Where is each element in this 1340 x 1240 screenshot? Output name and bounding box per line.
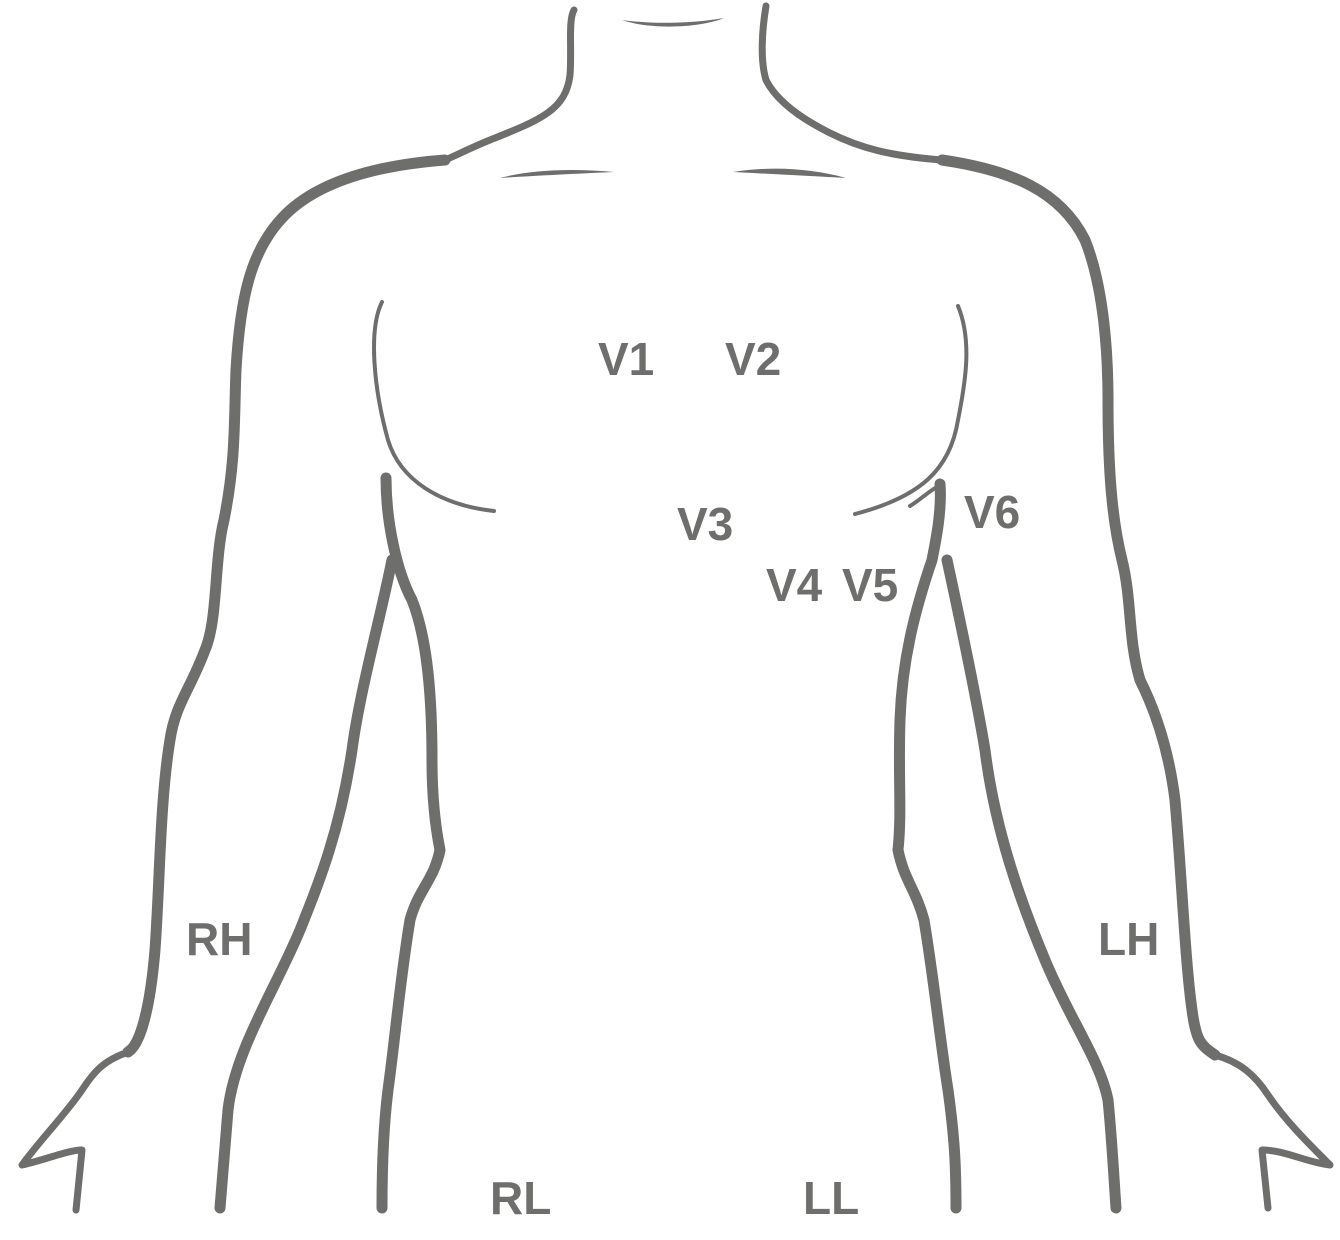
left-hand xyxy=(1211,1051,1334,1212)
electrode-rl: RL xyxy=(490,1172,551,1224)
left-collarbone xyxy=(733,168,846,178)
electrode-v1: V1 xyxy=(598,333,654,385)
right-pectoral xyxy=(372,300,496,513)
electrode-v6: V6 xyxy=(964,486,1020,538)
right-collarbone xyxy=(500,170,614,178)
left-shoulder-outer-arm xyxy=(936,154,1221,1061)
electrode-v3: V3 xyxy=(677,498,733,550)
left-pectoral xyxy=(853,304,969,516)
electrode-ll: LL xyxy=(803,1172,859,1224)
right-shoulder-outer-arm xyxy=(122,154,451,1058)
right-hand xyxy=(18,1048,132,1214)
right-torso-side xyxy=(376,472,446,1214)
torso-figure xyxy=(18,2,1334,1214)
neck-right-side xyxy=(441,6,578,164)
left-inner-arm xyxy=(941,554,1122,1214)
electrode-v4: V4 xyxy=(766,559,823,611)
electrode-rh: RH xyxy=(186,913,252,965)
electrode-labels: V1 V2 V3 V4 V5 V6 RH LH RL LL xyxy=(186,333,1159,1224)
electrode-v5: V5 xyxy=(842,559,898,611)
electrode-lh: LH xyxy=(1098,913,1159,965)
right-inner-arm xyxy=(214,554,398,1214)
electrode-v2: V2 xyxy=(725,333,781,385)
neck-left-side xyxy=(758,2,946,164)
left-torso-side xyxy=(892,478,962,1214)
left-underarm-junction xyxy=(908,482,944,508)
chin-line xyxy=(622,18,724,27)
